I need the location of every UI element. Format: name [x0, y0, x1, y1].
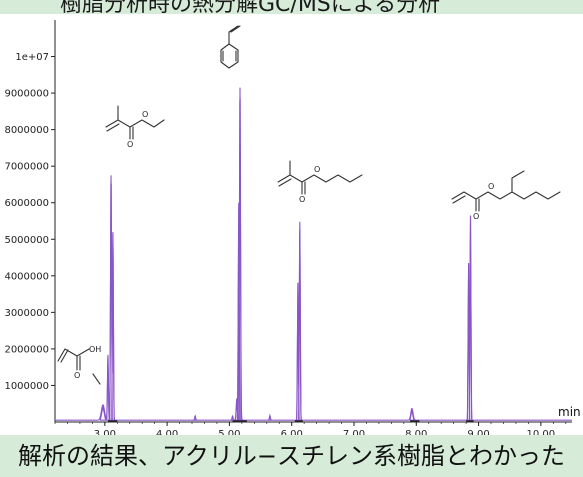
y-tick-label: 4000000 [4, 271, 49, 282]
peak-8 [236, 202, 241, 421]
top-caption-strip: 樹脂分析時の熱分解GC/MSによる分析 [0, 0, 583, 14]
x-tick-label: 5.00 [218, 429, 240, 435]
oxygen-label: O [127, 140, 133, 149]
x-tick-label: 8.00 [405, 429, 427, 435]
peak-14 [468, 215, 473, 421]
ticks-layer: 1000000 2000000 3000000 4000000 5000000 60000… [4, 52, 580, 435]
oxygen-label: O [314, 165, 320, 174]
hydroxyl-label: OH [89, 345, 101, 354]
trace-layer [55, 87, 572, 422]
butyl-methacrylate-structure: OO [277, 160, 363, 204]
oxygen-label: O [142, 110, 148, 119]
peak-1 [106, 356, 110, 421]
peak-2 [109, 175, 113, 421]
chromatogram-trace [55, 98, 572, 421]
x-tick-label: 10.00 [527, 429, 556, 435]
x-tick-label: 6.00 [281, 429, 303, 435]
bond [105, 105, 165, 140]
oxygen-label: O [473, 212, 479, 221]
chromatogram-panel: 1000000 2000000 3000000 4000000 5000000 60000… [0, 14, 583, 435]
peak-12 [409, 410, 415, 421]
y-tick-label: 9000000 [4, 89, 49, 100]
peak-11 [298, 221, 302, 421]
oxygen-label: O [74, 371, 80, 380]
peak-5 [230, 416, 235, 421]
peak-3 [111, 231, 115, 421]
bottom-caption: 解析の結果、アクリル−スチレン系樹脂とわかった [18, 442, 565, 470]
y-tick-label: 2000000 [4, 344, 49, 355]
x-axis-label: min [558, 405, 581, 419]
peak-0 [99, 406, 107, 421]
oxygen-label: O [488, 182, 494, 191]
x-tick-label: 3.00 [94, 429, 116, 435]
y-tick-label: 5000000 [4, 235, 49, 246]
peak-4 [193, 416, 198, 421]
bond [220, 25, 241, 69]
x-tick-label: 7.00 [343, 429, 365, 435]
2-ethylhexyl-acrylate-structure: OO [451, 170, 561, 221]
bond [451, 170, 561, 212]
chromatogram-chart: 1000000 2000000 3000000 4000000 5000000 60000… [4, 20, 581, 435]
bond [277, 160, 363, 195]
x-tick-label: 4.00 [156, 429, 178, 435]
pointer-arrow [92, 373, 101, 385]
methyl-methacrylate-structure: OO [105, 105, 165, 149]
y-tick-label: 1e+07 [15, 52, 49, 63]
y-tick-label: 6000000 [4, 198, 49, 209]
top-caption: 樹脂分析時の熱分解GC/MSによる分析 [60, 0, 441, 14]
y-tick-label: 7000000 [4, 162, 49, 173]
bond [57, 348, 90, 371]
y-tick-label: 8000000 [4, 125, 49, 136]
oxygen-label: O [299, 195, 305, 204]
axes-layer [54, 20, 572, 423]
acrylic-acid-structure: OH O [57, 345, 101, 385]
x-tick-label: 9.00 [467, 429, 489, 435]
y-tick-label: 3000000 [4, 308, 49, 319]
y-tick-label: 1000000 [4, 381, 49, 392]
styrene-structure [220, 25, 241, 69]
peak-9 [267, 415, 272, 421]
